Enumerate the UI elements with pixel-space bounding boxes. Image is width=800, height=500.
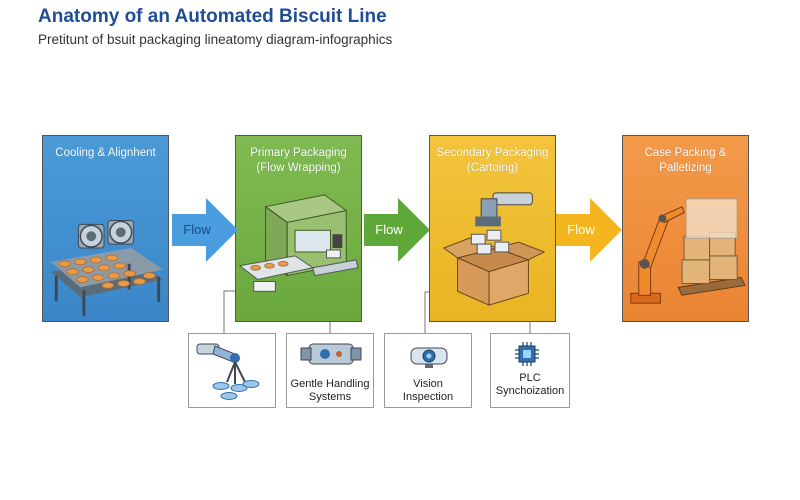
stage-label: Secondary Packaging(Cartoing)	[436, 147, 549, 174]
arrow-right-icon	[556, 198, 622, 262]
arrow-right-icon	[172, 198, 238, 262]
stage-cooling-alignment: Cooling & Alignhent	[42, 135, 169, 322]
flow-label: Flow	[375, 222, 403, 237]
stage-case-packing-palletizing: Case Packing &Palletizing	[622, 135, 749, 322]
gentle-handling-icon	[300, 343, 362, 365]
page-subtitle: Pretitunt of bsuit packaging lineatomy d…	[38, 32, 393, 47]
page-title: Anatomy of an Automated Biscuit Line	[38, 6, 387, 27]
feature-robotic-gripper	[188, 333, 276, 408]
plc-chip-icon	[515, 342, 539, 366]
palletizing-robot-icon	[630, 198, 746, 304]
flow-arrow: Flow	[556, 198, 622, 262]
arrow-right-icon	[364, 198, 430, 262]
stage-primary-packaging: Primary Packaging(Flow Wrapping)	[235, 135, 362, 322]
flow-label: Flow	[567, 222, 595, 237]
robotic-gripper-icon	[196, 343, 260, 400]
cooling-conveyor-icon	[50, 219, 164, 316]
flow-wrapper-machine-icon	[238, 194, 359, 292]
flow-label: Flow	[183, 222, 211, 237]
vision-camera-icon	[410, 347, 448, 368]
cartoning-robot-icon	[442, 192, 546, 306]
flow-arrow: Flow	[364, 198, 430, 262]
stage-label: Case Packing &Palletizing	[644, 147, 727, 174]
flow-arrow: Flow	[172, 198, 238, 262]
stage-label: Primary Packaging(Flow Wrapping)	[250, 147, 347, 174]
stage-secondary-packaging: Secondary Packaging(Cartoing)	[429, 135, 556, 322]
stage-label: Cooling & Alignhent	[55, 147, 156, 159]
